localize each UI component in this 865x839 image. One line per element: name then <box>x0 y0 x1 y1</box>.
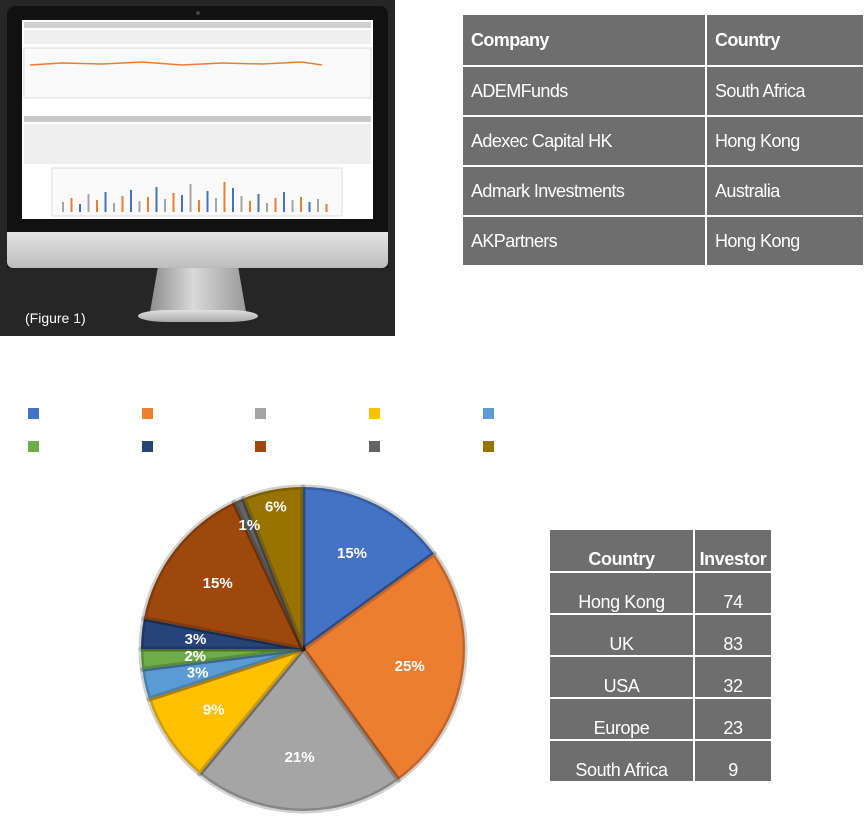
table-row: AKPartners Hong Kong <box>461 215 865 267</box>
pie-slice-3 <box>197 646 401 814</box>
table-row: South Africa 9 <box>548 739 773 783</box>
company-cell: Adexec Capital HK <box>461 115 707 167</box>
legend-swatch <box>255 441 266 452</box>
legend-swatch <box>255 408 266 419</box>
company-cell: AKPartners <box>461 215 707 267</box>
investor-count-cell: 9 <box>693 739 773 783</box>
country-cell: Hong Kong <box>705 215 865 267</box>
pie-slice-7 <box>138 616 306 652</box>
pie-slice-8 <box>141 499 306 652</box>
pie-slice-10 <box>240 484 306 652</box>
legend-swatch <box>369 408 380 419</box>
pie-slice-6 <box>138 646 306 672</box>
company-cell: Admark Investments <box>461 165 707 217</box>
legend-swatch <box>142 441 153 452</box>
investor-count-cell: 32 <box>693 655 773 699</box>
pie-chart: 15% 25% 21% 9% 3%2%3% 15% 1%6% <box>138 484 468 814</box>
figure-1-panel: (Figure 1) <box>0 0 395 336</box>
pie-data-label-6: 2% <box>184 648 206 665</box>
pie-slice-5 <box>139 646 306 702</box>
monitor-base <box>138 310 258 322</box>
header-country: Country <box>548 528 695 573</box>
chart-legend <box>0 400 865 460</box>
country-cell: Australia <box>705 165 865 217</box>
legend-item <box>28 406 138 420</box>
header-country: Country <box>705 13 865 67</box>
country-cell: UK <box>548 613 695 657</box>
table-row: Admark Investments Australia <box>461 165 865 217</box>
monitor-screen-image <box>22 20 373 219</box>
table-header-row: Company Country <box>461 13 865 67</box>
legend-swatch <box>483 441 494 452</box>
table-row: UK 83 <box>548 613 773 657</box>
figure-caption: (Figure 1) <box>25 310 86 326</box>
legend-item <box>142 439 252 453</box>
legend-item <box>369 439 479 453</box>
pie-slice-1 <box>300 484 437 652</box>
header-investor: Investor <box>693 528 773 573</box>
pie-slice-4 <box>146 646 306 777</box>
table-row: Hong Kong 74 <box>548 571 773 615</box>
monitor-chin <box>7 232 388 268</box>
pie-slice-9 <box>231 495 306 652</box>
pie-data-label-3: 21% <box>285 749 315 766</box>
investor-table: Country Investor Hong Kong 74 UK 83 USA … <box>548 528 773 783</box>
legend-item <box>142 406 252 420</box>
header-company: Company <box>461 13 707 67</box>
pie-data-label-8: 15% <box>203 575 233 592</box>
country-cell: Europe <box>548 697 695 741</box>
country-cell: Hong Kong <box>705 115 865 167</box>
company-table: Company Country ADEMFunds South Africa A… <box>461 13 865 267</box>
table-row: Europe 23 <box>548 697 773 741</box>
legend-item <box>483 406 593 420</box>
company-cell: ADEMFunds <box>461 65 707 117</box>
camera-icon <box>196 11 200 15</box>
investor-count-cell: 83 <box>693 613 773 657</box>
country-cell: South Africa <box>705 65 865 117</box>
country-cell: Hong Kong <box>548 571 695 615</box>
table-row: USA 32 <box>548 655 773 699</box>
legend-swatch <box>28 441 39 452</box>
legend-item <box>369 406 479 420</box>
legend-swatch <box>28 408 39 419</box>
legend-item <box>28 439 138 453</box>
pie-data-label-1: 15% <box>337 545 367 562</box>
pie-data-label-5: 3% <box>187 665 209 682</box>
legend-swatch <box>369 441 380 452</box>
monitor-stand <box>150 268 246 312</box>
investor-count-cell: 23 <box>693 697 773 741</box>
table-row: Adexec Capital HK Hong Kong <box>461 115 865 167</box>
pie-data-label-7: 3% <box>185 631 207 648</box>
country-cell: South Africa <box>548 739 695 783</box>
investor-count-cell: 74 <box>693 571 773 615</box>
legend-item <box>255 439 365 453</box>
table-header-row: Country Investor <box>548 528 773 573</box>
pie-data-label-4: 9% <box>203 702 225 719</box>
pie-data-label-2: 25% <box>395 658 425 675</box>
pie-data-label-9: 1% <box>239 517 261 534</box>
pie-slice-2 <box>300 551 468 783</box>
legend-swatch <box>142 408 153 419</box>
pie-data-label-10: 6% <box>265 499 287 516</box>
legend-item <box>483 439 593 453</box>
table-row: ADEMFunds South Africa <box>461 65 865 117</box>
country-cell: USA <box>548 655 695 699</box>
legend-swatch <box>483 408 494 419</box>
legend-item <box>255 406 365 420</box>
